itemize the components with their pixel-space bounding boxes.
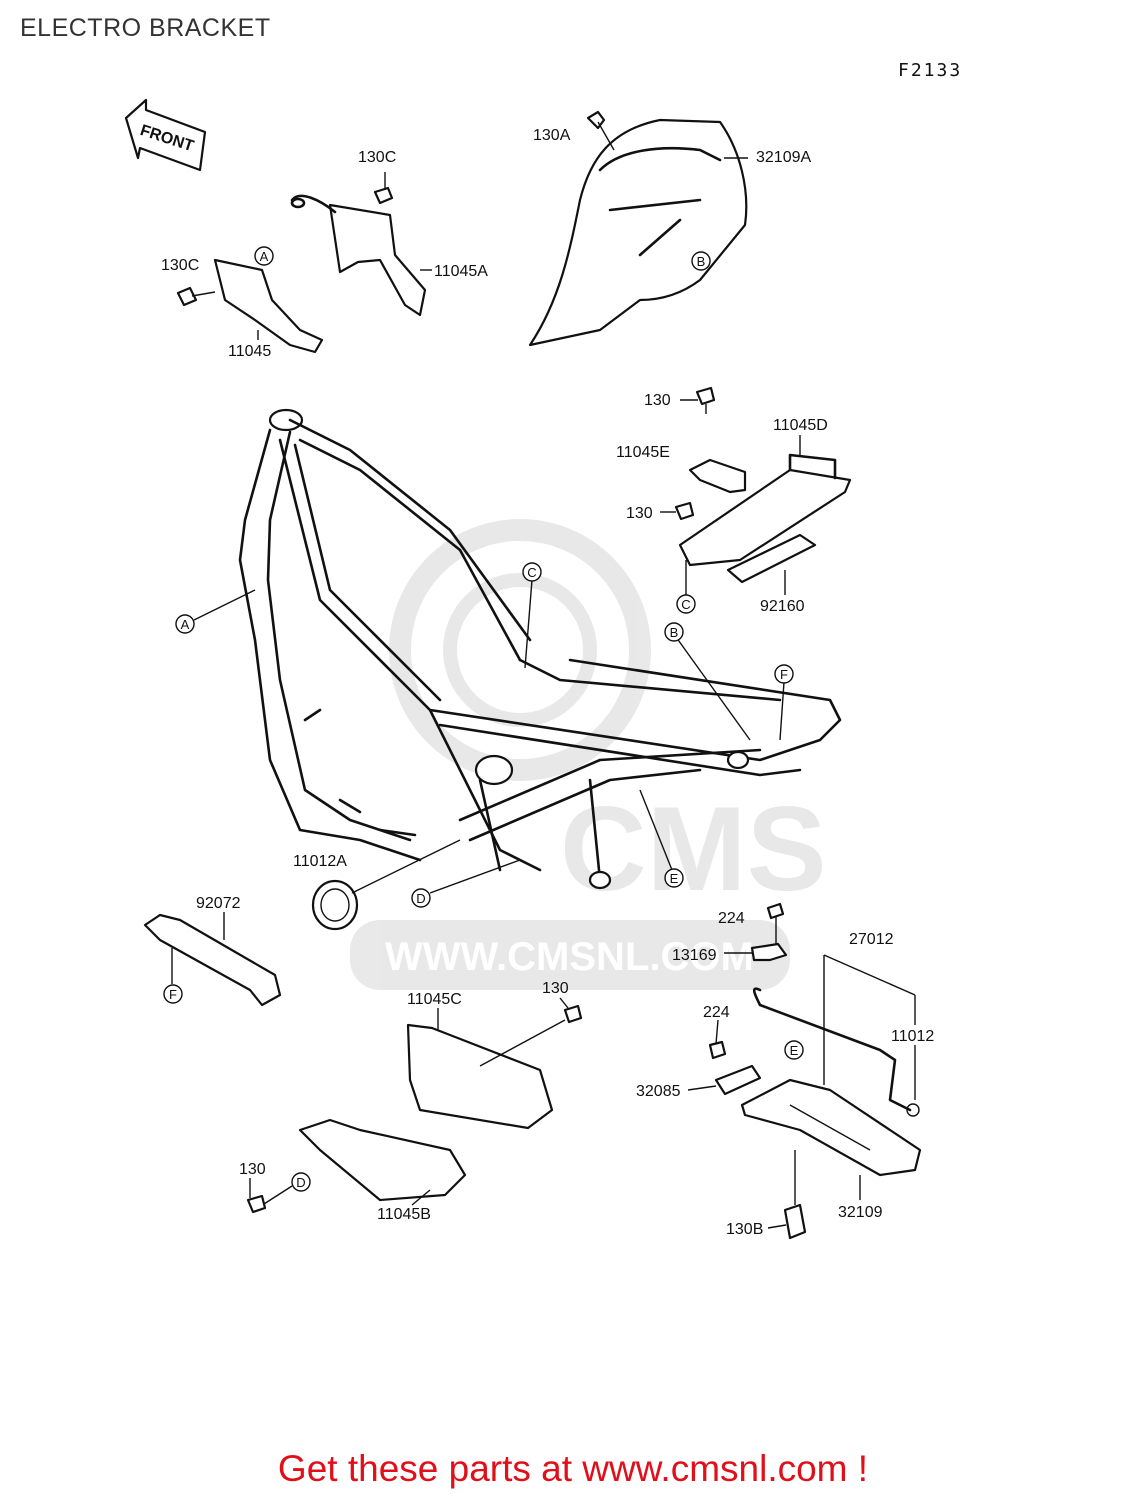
part-label: 130 [239,1161,266,1178]
svg-text:D: D [296,1175,305,1190]
seat-cowl-drawing [528,110,748,347]
part-label: 32109A [756,149,811,166]
svg-text:E: E [790,1043,799,1058]
ref-marker: D [291,1172,311,1192]
part-label: 130C [358,149,396,166]
front-arrow: FRONT [124,98,207,172]
svg-text:E: E [670,871,679,886]
strap-92072-drawing [143,913,282,1007]
rod-11012-drawing [752,987,920,1117]
part-label: 224 [718,910,745,927]
clamp-13169-drawing [750,902,788,962]
part-label: 11045A [434,263,488,280]
promo-link[interactable]: Get these parts at www.cmsnl.com ! [277,1448,869,1489]
svg-text:D: D [416,891,425,906]
part-label: 11012A [293,853,347,870]
part-label: 13169 [672,947,717,964]
grommet-11012a-drawing [311,839,461,931]
part-label: 92160 [760,598,805,615]
part-label: 11045C [407,991,462,1008]
part-label: 130B [726,1221,763,1238]
part-label: 130 [644,392,671,409]
panel-11045b-drawing [246,1118,467,1214]
ref-marker: A [175,614,195,634]
ref-marker: F [774,664,794,684]
bracket-11045a-drawing [290,186,427,317]
ref-marker: E [664,868,684,888]
ref-marker: A [254,246,274,266]
part-label: 224 [703,1004,730,1021]
part-label: 32085 [636,1083,681,1100]
svg-text:A: A [260,249,269,264]
part-label: 11045B [377,1206,431,1223]
ref-marker: B [691,251,711,271]
svg-text:C: C [527,565,536,580]
part-label: 92072 [196,895,241,912]
ref-marker: C [522,562,542,582]
svg-text:F: F [169,987,177,1002]
parts-diagram: CMS WWW.CMSNL.COM FRONT [124,98,934,1240]
part-label: 27012 [849,931,894,948]
bracket-32085-drawing [708,1040,762,1096]
bolts-130-top [674,386,716,521]
part-label: 130C [161,257,199,274]
figure-code: F2133 [898,60,963,81]
bracket-11045-drawing [176,258,324,354]
bracket-11045d-drawing [678,453,852,584]
ref-marker: E [784,1040,804,1060]
page-title: ELECTRO BRACKET [20,14,271,42]
watermark: CMS WWW.CMSNL.COM [350,519,827,990]
part-label: 130 [626,505,653,522]
svg-text:B: B [670,625,679,640]
reference-letters: A B A C C B F E [163,246,804,1192]
part-label: 11045D [773,417,828,434]
svg-text:C: C [681,597,690,612]
frame-drawing [238,408,842,890]
ref-marker: F [163,984,183,1004]
ref-marker: D [411,888,431,908]
ref-marker: B [664,622,684,642]
part-label: 11012 [891,1028,934,1045]
part-labels: 130A 32109A 130C 11045A 130C 11045 130 1… [161,127,934,1238]
bracket-11045e-drawing [688,458,747,494]
part-label: 11045E [616,444,670,461]
part-label: 11045 [228,343,271,360]
part-label: 32109 [838,1204,883,1221]
part-label: 130A [533,127,571,144]
bracket-32109-drawing [740,1078,922,1240]
part-label: 130 [542,980,569,997]
svg-text:F: F [780,667,788,682]
leader-lines [193,157,916,1229]
watermark-url: WWW.CMSNL.COM [385,935,754,979]
svg-text:B: B [697,254,706,269]
watermark-brand: CMS [560,782,827,916]
panel-11045c-drawing [406,1004,583,1130]
ref-marker: C [676,594,696,614]
svg-text:A: A [181,617,190,632]
